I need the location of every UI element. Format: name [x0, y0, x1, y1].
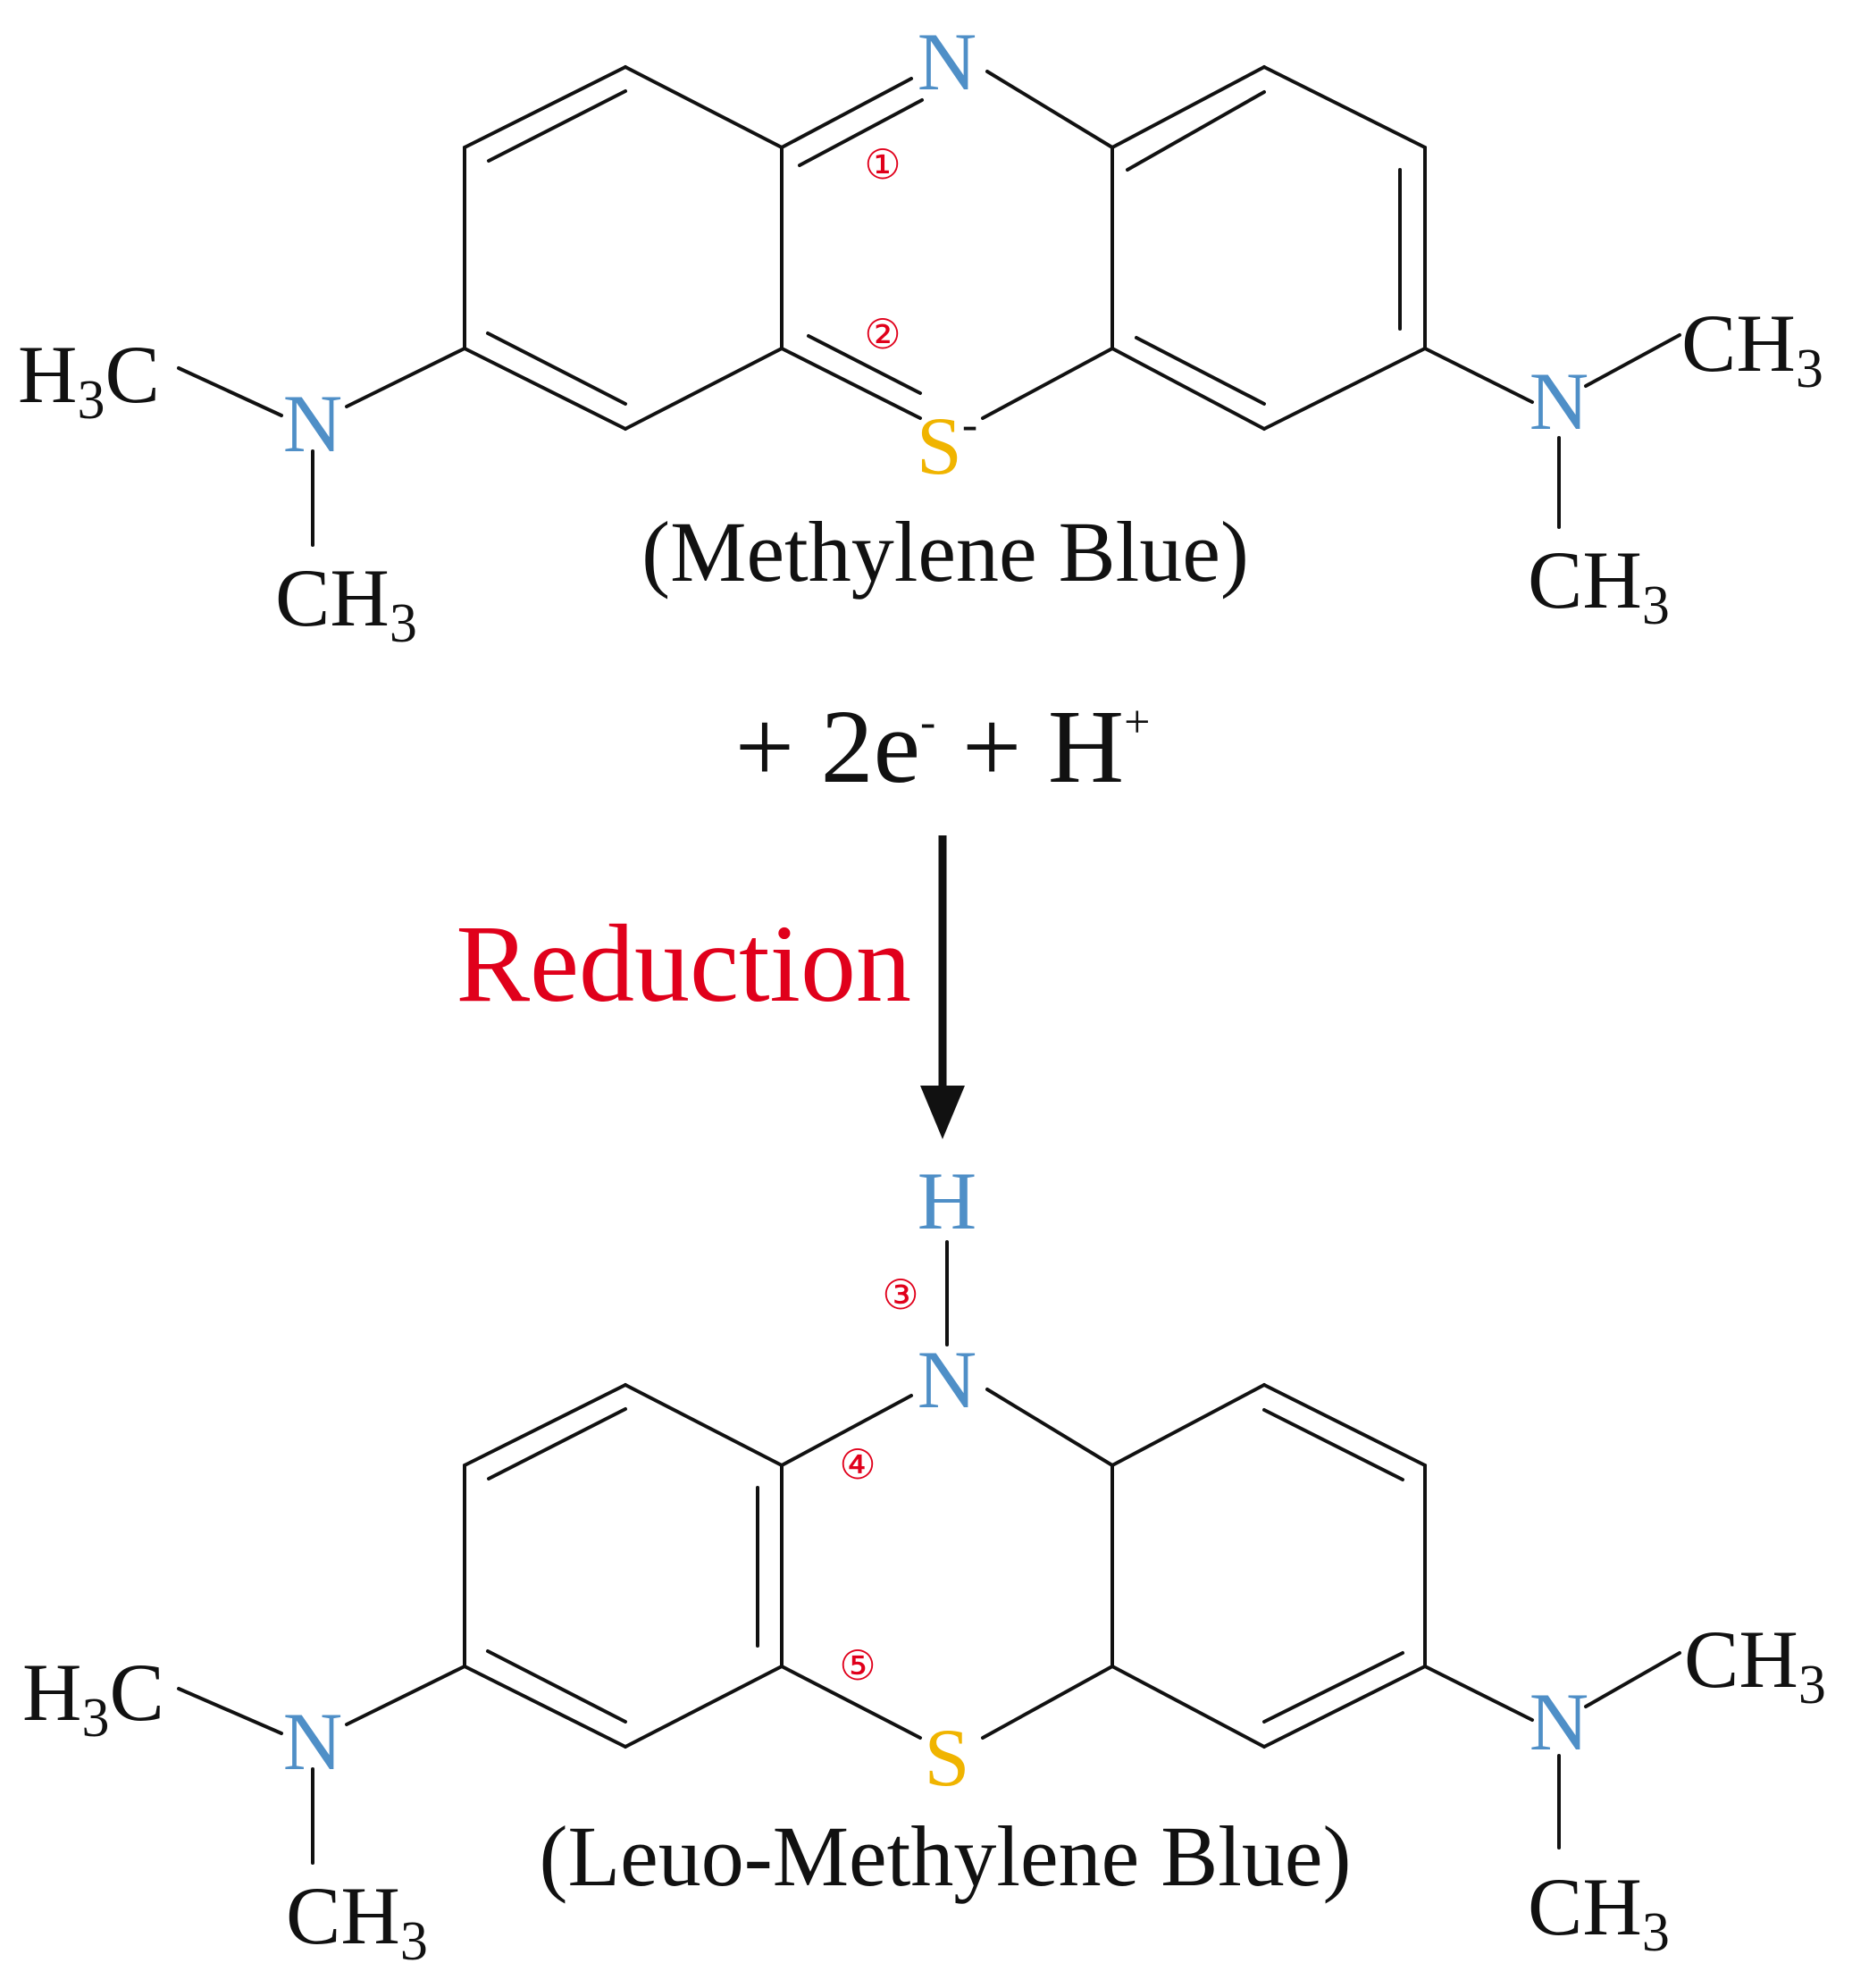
bottom-right-methyl2-sub: 3 — [1642, 1902, 1670, 1963]
equation-electrons: + 2e — [735, 688, 920, 805]
top-ring-sulfur: S- — [917, 399, 978, 491]
bottom-left-methyl-c: C — [109, 1647, 163, 1738]
top-sulfur-symbol: S — [917, 400, 962, 491]
top-left-methyl-sub: 3 — [77, 370, 105, 431]
reaction-conditions: + 2e- + H+ Reduction — [456, 688, 1150, 1139]
bottom-left-methyl2-ch: CH — [286, 1870, 400, 1961]
bottom-right-methyl-lower: CH3 — [1528, 1861, 1670, 1963]
top-right-methyl-upper: CH3 — [1681, 298, 1823, 399]
bottom-left-methyl-sub: 3 — [81, 1688, 109, 1749]
top-right-methyl-ch: CH — [1681, 298, 1796, 389]
bond-marker-4: ④ — [839, 1440, 876, 1489]
reaction-equation: + 2e- + H+ — [735, 688, 1151, 805]
top-right-methyl-lower: CH3 — [1528, 534, 1670, 636]
bond-marker-5: ⑤ — [839, 1641, 876, 1690]
bottom-bonds — [177, 1240, 1681, 1865]
top-bonds — [177, 65, 1681, 547]
equation-proton: + H — [935, 688, 1124, 805]
bottom-left-methyl-upper: H3C — [22, 1647, 164, 1749]
bottom-right-methyl-upper: CH3 — [1684, 1614, 1826, 1715]
bottom-right-methyl2-ch: CH — [1528, 1861, 1642, 1952]
leuco-methylene-blue-caption: (Leuo-Methylene Blue) — [540, 1808, 1352, 1904]
bottom-right-amine-nitrogen: N — [1530, 1676, 1588, 1767]
bottom-right-methyl-ch: CH — [1684, 1614, 1798, 1705]
top-left-methyl-c: C — [105, 329, 159, 420]
top-right-methyl2-sub: 3 — [1642, 575, 1670, 636]
bond-marker-1: ① — [864, 140, 901, 189]
bottom-ring-sulfur: S — [924, 1712, 969, 1803]
top-right-methyl2-ch: CH — [1528, 534, 1642, 625]
bottom-nh-hydrogen: H — [918, 1155, 976, 1246]
bond-marker-3: ③ — [882, 1271, 918, 1319]
top-left-methyl-h: H — [18, 329, 77, 420]
equation-proton-charge: + — [1124, 697, 1150, 748]
top-right-amine-nitrogen: N — [1530, 356, 1588, 447]
equation-electron-charge: - — [920, 697, 935, 748]
bottom-left-amine-nitrogen: N — [283, 1696, 342, 1787]
top-right-methyl-sub: 3 — [1796, 339, 1823, 399]
top-ring-nitrogen: N — [918, 16, 976, 107]
bottom-left-methyl-lower: CH3 — [286, 1870, 428, 1972]
methylene-blue-structure: N S- N N H3C CH3 CH3 CH3 ① ② (Methylene … — [18, 16, 1823, 654]
top-left-amine-nitrogen: N — [283, 378, 342, 469]
bottom-right-methyl-sub: 3 — [1798, 1655, 1826, 1715]
reaction-arrow-head — [920, 1086, 965, 1139]
bond-marker-2: ② — [864, 310, 901, 358]
bottom-left-methyl-h: H — [22, 1647, 81, 1738]
bottom-ring-nitrogen: N — [918, 1334, 976, 1425]
bottom-left-methyl2-sub: 3 — [400, 1911, 428, 1972]
top-left-methyl2-sub: 3 — [390, 593, 417, 654]
reduction-label: Reduction — [456, 902, 911, 1025]
methylene-blue-caption: (Methylene Blue) — [641, 504, 1249, 600]
top-sulfur-charge: - — [962, 399, 977, 450]
leuco-methylene-blue-structure: H N S N N H3C CH3 CH3 CH3 ③ ④ ⑤ (Leuo-Me… — [22, 1155, 1826, 1972]
top-left-methyl-lower: CH3 — [275, 552, 417, 654]
top-left-methyl-upper: H3C — [18, 329, 160, 431]
top-left-methyl2-ch: CH — [275, 552, 390, 643]
